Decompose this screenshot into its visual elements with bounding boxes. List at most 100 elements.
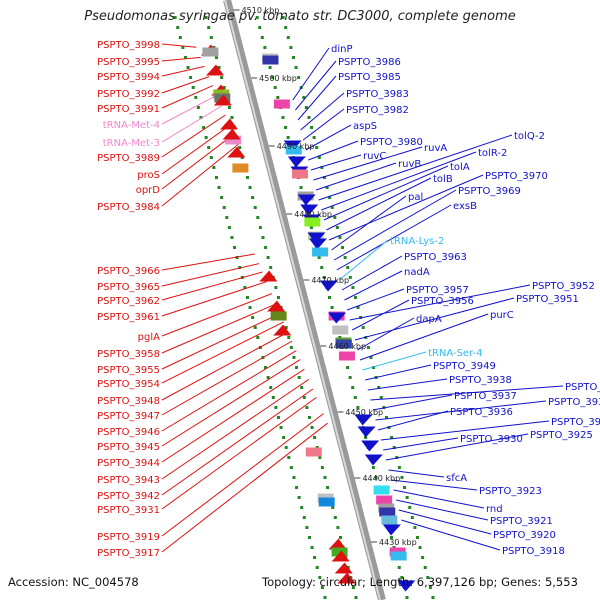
scale-dot [176,26,180,29]
leader-line [354,297,515,341]
gene-label-right: PSPTO_3936 [450,407,513,418]
scale-dot [284,326,288,329]
gene-label-right: tolA [450,162,470,173]
feature-arrow-minus [334,562,353,574]
gene-label-left: PSPTO_3961 [97,312,160,323]
feature-arrow-plus [300,204,319,216]
scale-dot [364,436,368,439]
gene-label-right: PSPTO_3963 [404,252,467,263]
scale-dot [220,196,224,199]
leader-line [300,92,345,131]
scale-dot [377,386,381,389]
scale-dot [313,556,317,559]
gene-label-right: PSPTO_3983 [346,89,409,100]
leader-line [315,162,397,191]
scale-dot [405,496,409,499]
gene-label-right: exsB [453,201,477,212]
feature-arrow-plus [297,194,316,206]
feature-arrow-minus [337,572,356,584]
leader-line [161,56,201,62]
feature-block [373,485,390,495]
gene-label-right: ruvA [424,143,447,154]
scale-dot [269,386,273,389]
leader-line [346,288,405,311]
scale-dot [384,416,388,419]
feature-block [338,351,355,361]
scale-dot [238,266,242,269]
gene-label-right: pal [408,192,423,203]
gene-label-right: dapA [416,314,442,325]
feature-block [270,311,287,321]
leader-line [380,420,550,441]
leader-line [326,177,432,231]
leader-line [292,47,330,101]
gene-label-right: PSPTO_3934 [565,382,600,393]
scale-dot [287,336,291,339]
scale-dot [366,346,370,349]
leader-line [344,270,403,301]
feature-block [262,55,279,65]
genome-backbone [223,0,386,600]
leader-line [401,519,501,551]
feature-block [225,135,242,145]
feature-arrow-plus [382,524,401,536]
gene-label-right: PSPTO_3952 [532,281,595,292]
scale-dot [302,396,306,399]
feature-arrow-minus [213,94,232,106]
feature-track [200,44,416,592]
scale-dot [390,436,394,439]
scale-dot [371,466,375,469]
scale-dot [281,116,285,119]
scale-dot [318,456,322,459]
scale-dot [348,276,352,279]
scale-dot [336,526,340,529]
feature-block [318,497,335,507]
gene-label-left: PSPTO_3998 [97,40,160,51]
gene-label-right: PSPTO_3932 [548,397,600,408]
scale-dot [341,246,345,249]
gene-label-left: PSPTO_3984 [97,202,160,213]
feature-block [232,163,249,173]
feature-arrow-minus [267,300,286,312]
scale-dot [260,36,264,39]
scale-dot [284,126,288,129]
scale-dot [389,536,393,539]
scale-dot [295,366,299,369]
feature-arrow-minus [273,324,292,336]
scale-dot [173,16,177,19]
scale-dot [255,16,259,19]
leader-line [367,378,448,391]
gene-label-right: rnd [486,504,503,515]
scale-dot [297,76,301,79]
scale-dot [304,106,308,109]
feature-arrow-plus [354,414,373,426]
scale-dot [292,356,296,359]
feature-block [202,47,219,57]
scale-dot [264,246,268,249]
scale-dot [284,26,288,29]
scale-dot [292,476,296,479]
scale-dot [276,416,280,419]
scale-dot [273,86,277,89]
scale-dot [212,166,216,169]
scale-dot [307,416,311,419]
scale-dot [300,506,304,509]
backbone-line [223,0,386,600]
scale-dot [351,586,355,589]
scale-dot [204,16,208,19]
scale-dot [333,516,337,519]
gene-label-right: tRNA-Lys-2 [390,236,444,247]
leader-line [336,204,452,271]
feature-arrow-plus [319,280,338,292]
scale-dot [286,36,290,39]
scale-dot [351,386,355,389]
scale-dot [410,516,414,519]
leader-line [375,400,547,421]
scale-dot [207,146,211,149]
scale-dot [276,296,280,299]
scale-dot [320,586,324,589]
kbp-label: 4440 kbp [362,474,400,483]
scale-dot [310,546,314,549]
leader-line [161,76,210,94]
scale-dot [245,176,249,179]
